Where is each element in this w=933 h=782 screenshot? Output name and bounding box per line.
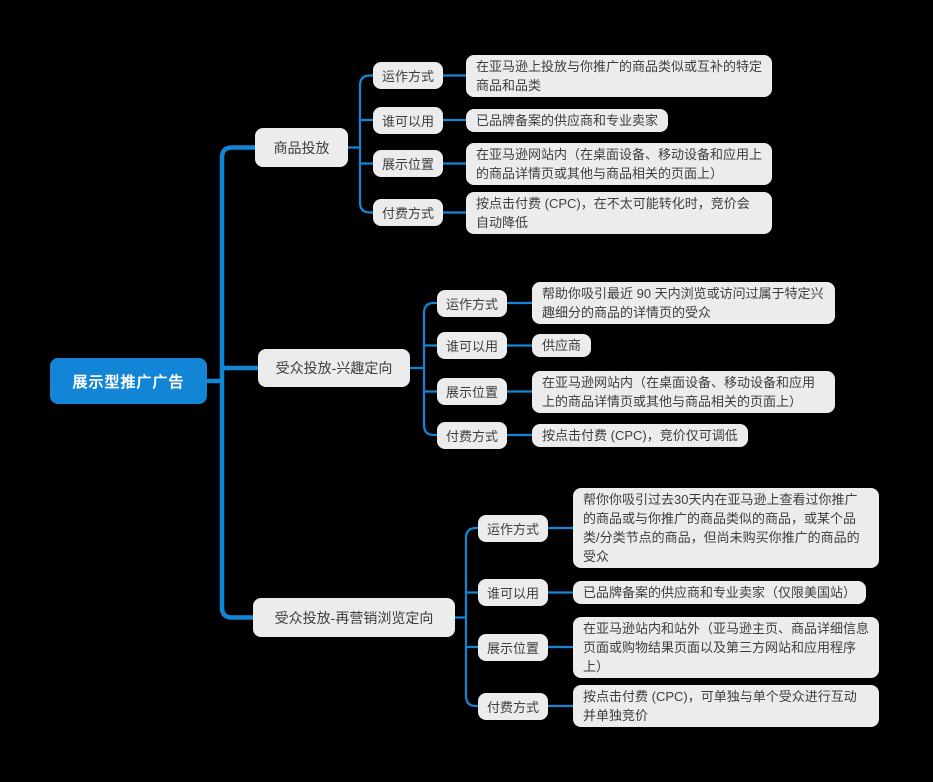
sub-branch-connectors — [346, 74, 575, 708]
child-node-how-it-works[interactable]: 运作方式 — [478, 514, 548, 542]
leaf-node-detail[interactable]: 按点击付费 (CPC)，可单独与单个受众进行互动并单独竞价 — [573, 685, 879, 727]
child-node-who-can-use[interactable]: 谁可以用 — [478, 579, 548, 606]
branch-node-audience-remarketing[interactable]: 受众投放-再营销浏览定向 — [253, 598, 455, 637]
branch-node-audience-interest[interactable]: 受众投放-兴趣定向 — [258, 349, 410, 387]
child-node-placement[interactable]: 展示位置 — [437, 378, 507, 405]
child-node-who-can-use[interactable]: 谁可以用 — [373, 106, 443, 134]
leaf-node-detail[interactable]: 在亚马逊上投放与你推广的商品类似或互补的特定商品和品类 — [466, 54, 772, 97]
leaf-node-detail[interactable]: 帮你你吸引过去30天内在亚马逊上查看过你推广的商品或与你推广的商品类似的商品，或… — [573, 488, 879, 568]
root-node[interactable]: 展示型推广广告 — [50, 358, 207, 404]
leaf-node-detail[interactable]: 已品牌备案的供应商和专业卖家 — [466, 108, 669, 132]
branch-node-product-targeting[interactable]: 商品投放 — [255, 128, 348, 167]
child-node-how-it-works[interactable]: 运作方式 — [373, 62, 443, 89]
child-node-how-it-works[interactable]: 运作方式 — [437, 289, 507, 317]
leaf-node-detail[interactable]: 帮助你吸引最近 90 天内浏览或访问过属于特定兴趣细分的商品的详情页的受众 — [532, 282, 835, 324]
leaf-node-detail[interactable]: 已品牌备案的供应商和专业卖家（仅限美国站） — [573, 581, 867, 604]
child-node-payment[interactable]: 付费方式 — [437, 421, 507, 449]
child-node-who-can-use[interactable]: 谁可以用 — [437, 332, 507, 359]
child-node-payment[interactable]: 付费方式 — [478, 692, 548, 720]
leaf-node-detail[interactable]: 在亚马逊网站内（在桌面设备、移动设备和应用上的商品详情页或其他与商品相关的页面上… — [466, 142, 772, 185]
child-node-placement[interactable]: 展示位置 — [478, 633, 548, 661]
leaf-node-detail[interactable]: 供应商 — [532, 334, 592, 357]
leaf-node-detail[interactable]: 在亚马逊网站内（在桌面设备、移动设备和应用上的商品详情页或其他与商品相关的页面上… — [532, 370, 835, 413]
leaf-node-detail[interactable]: 在亚马逊站内和站外（亚马逊主页、商品详细信息页面或购物结果页面以及第三方网站和应… — [573, 616, 879, 678]
main-branch-connectors — [204, 145, 261, 620]
leaf-node-detail[interactable]: 按点击付费 (CPC)，在不太可能转化时，竞价会自动降低 — [466, 191, 772, 234]
child-node-placement[interactable]: 展示位置 — [373, 150, 443, 177]
child-node-payment[interactable]: 付费方式 — [373, 199, 443, 226]
leaf-node-detail[interactable]: 按点击付费 (CPC)，竞价仅可调低 — [532, 423, 748, 447]
